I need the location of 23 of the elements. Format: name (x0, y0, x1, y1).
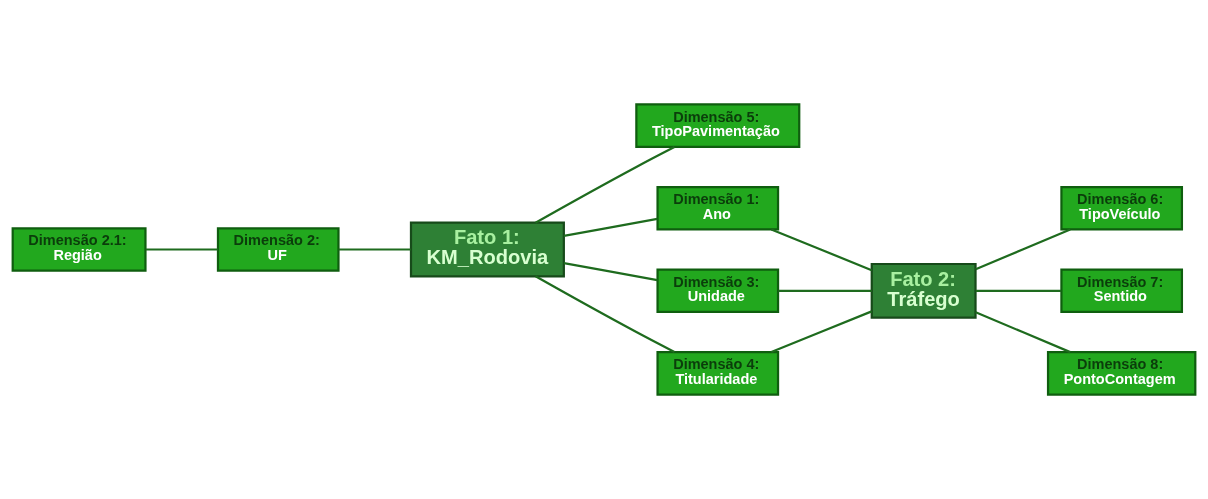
connector (975, 228, 1071, 271)
connector (338, 248, 411, 251)
connector (975, 289, 1062, 292)
connector (563, 262, 658, 282)
node-box: Dimensão 2: UF (216, 227, 340, 272)
connector (975, 311, 1071, 354)
node-box: Fato 1: KM_Rodovia (409, 221, 565, 278)
connector (770, 310, 873, 354)
node-box: Dimensão 2.1: Região (11, 227, 147, 272)
connector (778, 289, 872, 292)
connector (535, 146, 675, 224)
node-box: Dimensão 5: TipoPavimentação (635, 103, 801, 148)
node-box: Dimensão 3: Unidade (656, 268, 780, 314)
node-box: Dimensão 1: Ano (656, 185, 780, 231)
connector (563, 217, 658, 237)
connector (770, 228, 873, 272)
node-box: Fato 2: Tráfego (870, 262, 977, 319)
connector (145, 248, 218, 251)
node-box: Dimensão 4: Titularidade (656, 351, 780, 396)
node-box: Dimensão 6: TipoVeículo (1060, 185, 1184, 231)
connector (535, 275, 675, 353)
node-box: Dimensão 7: Sentido (1060, 268, 1184, 314)
node-box: Dimensão 8: PontoContagem (1046, 351, 1197, 396)
